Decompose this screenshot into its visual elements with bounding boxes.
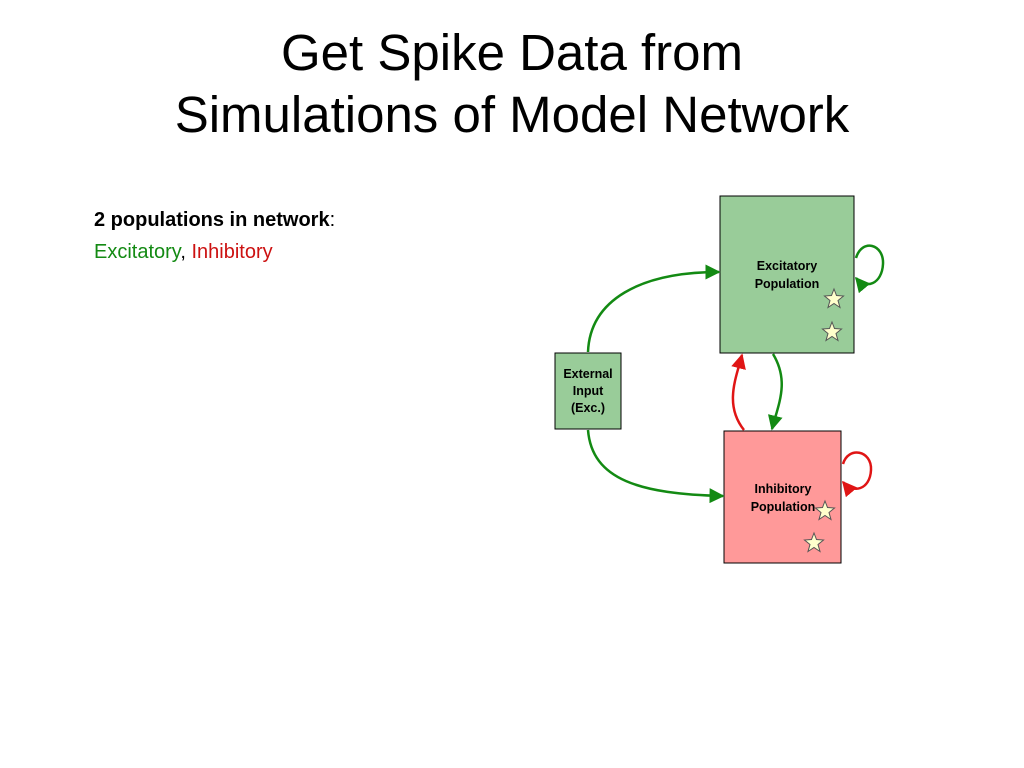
star-icon bbox=[803, 531, 825, 553]
excitatory-label-line-1: Excitatory bbox=[757, 259, 817, 273]
title-line-2: Simulations of Model Network bbox=[174, 86, 850, 143]
star-icon bbox=[814, 499, 836, 521]
excitatory-word: Excitatory bbox=[94, 241, 181, 263]
inhibitory-word: Inhibitory bbox=[191, 241, 273, 263]
star-icon bbox=[823, 287, 845, 309]
external-label-line-2: Input bbox=[573, 384, 604, 398]
external-label-line-1: External bbox=[563, 367, 612, 381]
inhibitory-label-line-2: Population bbox=[751, 500, 816, 514]
populations-heading: 2 populations in network bbox=[94, 209, 330, 231]
intro-text: 2 populations in network: Excitatory, In… bbox=[94, 204, 335, 268]
slide-title: Get Spike Data from Simulations of Model… bbox=[0, 22, 1024, 146]
comma-separator: , bbox=[180, 241, 186, 263]
inhibitory-label-line-1: Inhibitory bbox=[755, 482, 812, 496]
inhibitory-self-loop-icon bbox=[841, 451, 873, 498]
heading-colon: : bbox=[329, 209, 336, 231]
external-input-box: External Input (Exc.) bbox=[554, 352, 622, 430]
external-to-inhibitory-arrow bbox=[586, 429, 725, 504]
external-label-line-3: (Exc.) bbox=[571, 401, 605, 415]
star-icon bbox=[821, 320, 843, 342]
title-line-1: Get Spike Data from bbox=[280, 24, 743, 81]
external-to-excitatory-arrow bbox=[586, 264, 721, 353]
inhibitory-to-excitatory-arrow bbox=[731, 353, 746, 431]
inhibitory-population-box: Inhibitory Population bbox=[723, 430, 842, 564]
excitatory-label-line-2: Population bbox=[755, 277, 820, 291]
intro-line-2: Excitatory, Inhibitory bbox=[94, 236, 335, 268]
excitatory-self-loop-icon bbox=[854, 244, 885, 294]
excitatory-to-inhibitory-arrow bbox=[768, 353, 783, 431]
intro-line-1: 2 populations in network: bbox=[94, 204, 335, 236]
